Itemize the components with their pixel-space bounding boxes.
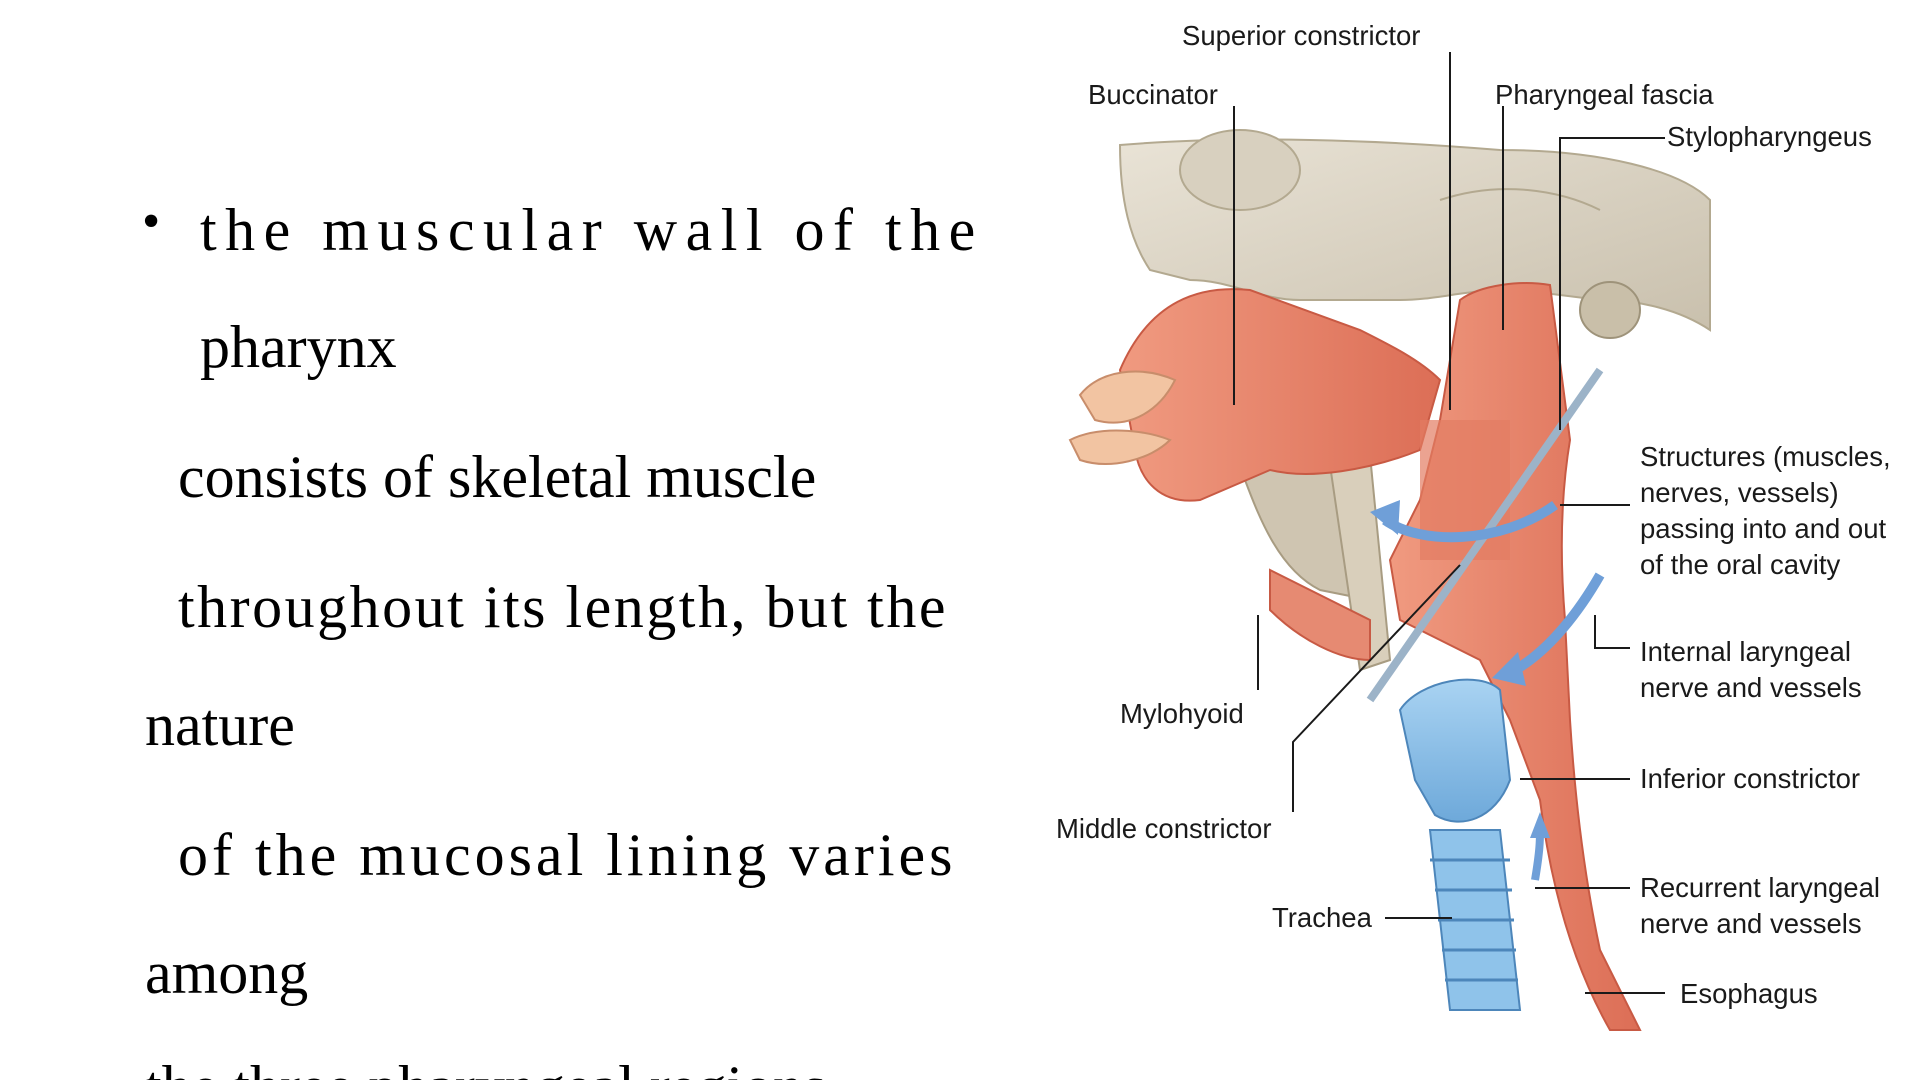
text-line-1: the muscular wall of the <box>200 197 984 263</box>
label-recurrent-laryngeal-line-2: nerve and vessels <box>1640 908 1862 939</box>
label-pharyngeal-fascia: Pharyngeal fascia <box>1495 79 1714 110</box>
label-structures-line-2: nerves, vessels) <box>1640 477 1839 508</box>
anatomy-drawing: Superior constrictor Buccinator Pharynge… <box>1056 20 1891 1031</box>
text-line-7: among <box>145 940 309 1006</box>
larynx-cartilage-shape <box>1398 678 1522 1011</box>
label-middle-constrictor: Middle constrictor <box>1056 813 1272 844</box>
text-line-3: consists of skeletal muscle <box>178 444 817 510</box>
label-internal-laryngeal-line-2: nerve and vessels <box>1640 672 1862 703</box>
bullet-marker: • <box>142 193 161 250</box>
label-structures-line-3: passing into and out <box>1640 513 1887 544</box>
pharynx-anatomy-figure: Superior constrictor Buccinator Pharynge… <box>1040 0 1920 1080</box>
skull-shape <box>1118 129 1711 339</box>
figure-labels: Superior constrictor Buccinator Pharynge… <box>1056 20 1891 1009</box>
label-structures-line-1: Structures (muscles, <box>1640 441 1891 472</box>
label-buccinator: Buccinator <box>1088 79 1218 110</box>
leader-lines <box>1233 52 1665 994</box>
text-line-5: nature <box>145 692 295 758</box>
label-structures-line-4: of the oral cavity <box>1640 549 1840 580</box>
label-esophagus: Esophagus <box>1680 978 1818 1009</box>
label-inferior-constrictor: Inferior constrictor <box>1640 763 1860 794</box>
buccinator-muscle-shape <box>1068 288 1442 502</box>
text-line-4: throughout its length, but the <box>178 574 948 640</box>
text-line-8: the three pharyngeal regions <box>145 1052 826 1080</box>
label-mylohyoid: Mylohyoid <box>1120 698 1244 729</box>
label-superior-constrictor: Superior constrictor <box>1182 20 1420 51</box>
label-recurrent-laryngeal-line-1: Recurrent laryngeal <box>1640 872 1880 903</box>
label-trachea: Trachea <box>1272 902 1373 933</box>
label-stylopharyngeus: Stylopharyngeus <box>1667 121 1872 152</box>
passage-arrows-shape <box>1370 500 1605 881</box>
label-internal-laryngeal-line-1: Internal laryngeal <box>1640 636 1851 667</box>
slide-body-text: • the muscular wall of the pharynx consi… <box>142 193 984 1080</box>
text-line-6: of the mucosal lining varies <box>178 822 957 888</box>
text-line-2: pharynx <box>200 314 397 380</box>
